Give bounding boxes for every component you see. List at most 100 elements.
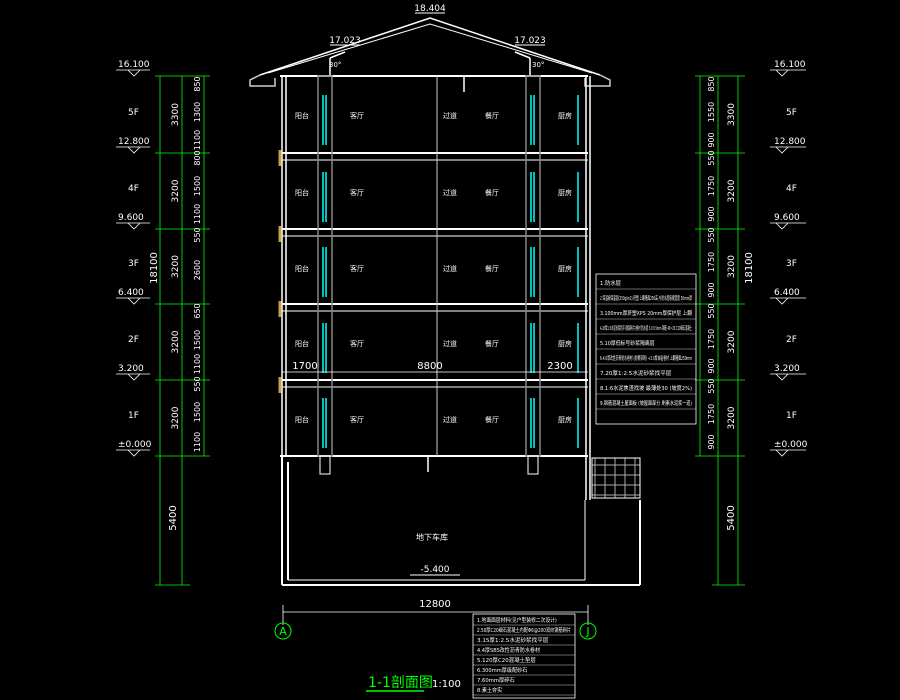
roof-slope-right-text: 30° [532, 61, 544, 69]
room-label: 餐厅 [485, 415, 499, 424]
title-text: 1-1剖面图 [368, 675, 433, 691]
level-elev-left: ±0.000 [118, 440, 152, 450]
floor-label-left: 2F [128, 335, 139, 345]
span-right-text: 2300 [547, 361, 572, 372]
right-inner-dim: 550 [707, 150, 716, 165]
level-markers-left: 16.10012.8005F9.6004F6.4003F3.2002F±0.00… [116, 60, 152, 457]
level-triangle [775, 449, 789, 457]
room-label: 阳台 [295, 339, 309, 348]
level-triangle [127, 297, 141, 305]
left-outer-dim: 3200 [171, 330, 181, 353]
right-outer-dim: 3200 [727, 406, 737, 429]
right-inner-dim: 550 [707, 303, 716, 318]
roof-note: 2.保温板保温层(250g/m2) 挤塑 上翻墙面250高,与防水层接缝宽度 5… [600, 294, 692, 302]
room-label: 客厅 [350, 188, 364, 197]
eave-elevation-left: 17.023 30° [329, 36, 361, 69]
floor-note: 5.120厚C20混凝土垫层 [477, 656, 536, 664]
level-triangle [775, 297, 789, 305]
room-label: 餐厅 [485, 264, 499, 273]
room-label: 过道 [443, 339, 457, 348]
room-label: 阳台 [295, 415, 309, 424]
left-inner-dim: 2600 [193, 260, 202, 280]
scale-text: 1:100 [432, 679, 461, 690]
left-inner-dim: 850 [193, 76, 202, 91]
room-label: 客厅 [350, 264, 364, 273]
basement-height-right-text: 5400 [726, 505, 737, 530]
left-inner-dim: 1500 [193, 176, 202, 196]
level-triangle [127, 373, 141, 381]
floor-label-left: 5F [128, 108, 139, 118]
level-elev-right: 16.100 [774, 60, 806, 70]
axis-right-text: J [585, 625, 589, 638]
right-inner-dim: 900 [707, 282, 716, 297]
level-elev-left: 16.100 [118, 60, 150, 70]
floor-note: 6.300mm厚级配砂石 [477, 666, 528, 674]
left-outer-dim: 3200 [171, 255, 181, 278]
span-middle-text: 8800 [417, 361, 442, 372]
left-inner-dim: 1100 [193, 354, 202, 374]
ridge-elev-text: 18.404 [414, 4, 446, 14]
right-outer-dim: 3300 [727, 103, 737, 126]
eave-elevation-right: 17.023 30° [514, 36, 546, 69]
right-inner-dim: 1750 [707, 176, 716, 196]
overall-height-labels: 18100 5400 18100 5400 [149, 252, 755, 531]
eave-elev-right-text: 17.023 [514, 36, 546, 46]
room-label: 阳台 [295, 188, 309, 197]
roof-note-box: 1.防水层 2.保温板保温层(250g/m2) 挤塑 上翻墙面250高,与防水层接… [595, 273, 697, 425]
level-elev-right: 6.400 [774, 288, 800, 298]
floor-note: 1.地面面层材料(见户型装修二次设计) [477, 616, 557, 624]
roof-note: 4.20厚1:3水泥砂浆找平(防裂网片)卷材 防水层 3.0 0.5mm 钢筋 … [600, 324, 692, 332]
room-label: 厨房 [558, 111, 572, 120]
right-inner-dim: 900 [707, 206, 716, 221]
left-inner-dim: 550 [193, 376, 202, 391]
axis-left-text: A [279, 625, 287, 638]
roof-note: 5.10厚低标号砂浆隔离层 [600, 339, 655, 347]
level-elev-right: ±0.000 [774, 440, 808, 450]
right-inner-dim: 1750 [707, 252, 716, 272]
level-triangle [127, 222, 141, 230]
level-elev-right: 12.800 [774, 137, 806, 147]
floor-label-left: 4F [128, 184, 139, 194]
overall-width-text: 12800 [419, 599, 451, 610]
total-height-left-text: 18100 [149, 252, 160, 284]
left-inner-dim: 1100 [193, 204, 202, 224]
left-inner-dim: 1500 [193, 330, 202, 350]
floor-note: 3.15厚1:2.5水泥砂浆找平层 [477, 636, 549, 644]
room-label: 过道 [443, 188, 457, 197]
floor-label-right: 1F [786, 411, 797, 421]
basement [281, 455, 641, 586]
overall-width-dimension: 12800 [282, 599, 589, 625]
floor-label-left: 1F [128, 411, 139, 421]
level-triangle [775, 69, 789, 77]
roof-note: 8.1:6水泥焦渣找坡 最薄处30 (坡度2%) [600, 384, 692, 392]
roof-note: 1.防水层 [600, 279, 621, 287]
span-dimensions: 1700 8800 2300 [282, 361, 588, 373]
right-dimension-chains [699, 76, 739, 585]
left-outer-dim: 3200 [171, 406, 181, 429]
floor-note: 7.60mm厚碎石 [477, 676, 515, 684]
left-inner-dim: 800 [193, 150, 202, 165]
windows [322, 95, 579, 448]
floor-label-right: 3F [786, 259, 797, 269]
level-triangle [127, 449, 141, 457]
left-outer-dim: 3300 [171, 103, 181, 126]
room-label: 餐厅 [485, 188, 499, 197]
right-outer-dim: 3200 [727, 179, 737, 202]
floor-label-right: 4F [786, 184, 797, 194]
roof-note: 9.钢筋混凝土屋面板 (坡屋面部分 刷素水泥浆一道) [600, 399, 692, 407]
room-labels: 阳台客厅过道餐厅厨房阳台客厅过道餐厅厨房阳台客厅过道餐厅厨房阳台客厅过道餐厅厨房… [295, 111, 572, 424]
floor-label-right: 5F [786, 108, 797, 118]
level-triangle [775, 373, 789, 381]
left-inner-dim: 1100 [193, 432, 202, 452]
right-inner-dim: 1750 [707, 404, 716, 424]
room-label: 客厅 [350, 415, 364, 424]
basement-height-left-text: 5400 [168, 505, 179, 530]
right-inner-dim: 900 [707, 358, 716, 373]
span-left-text: 1700 [292, 361, 317, 372]
level-elev-right: 9.600 [774, 213, 800, 223]
level-triangle [775, 146, 789, 154]
room-label: 客厅 [350, 339, 364, 348]
roof-note: 6.4.0厚改性沥青防水卷材 (耐根穿刺) +3.0厚自粘卷材 上翻墙面250m… [600, 354, 692, 362]
floor-note: 8.素土夯实 [477, 686, 503, 694]
